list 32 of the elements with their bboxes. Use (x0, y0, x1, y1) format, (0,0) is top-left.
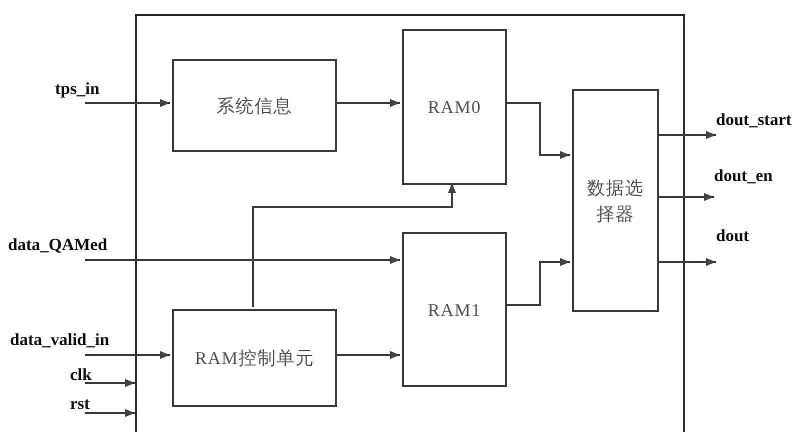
arrow (85, 379, 135, 387)
arrow (252, 183, 456, 307)
signal-name: dout_start (716, 110, 792, 130)
block-label: 系统信息 (216, 94, 292, 118)
block-box (572, 89, 659, 312)
block-label: 数据选择器 (586, 176, 645, 226)
arrow (335, 351, 400, 359)
signal-name: dout_en (714, 166, 773, 186)
block-box (402, 29, 507, 185)
module-frame (135, 14, 685, 432)
block-label: RAM1 (428, 298, 482, 322)
arrow (85, 409, 135, 417)
signal-name: rst (70, 394, 90, 414)
block-box (172, 59, 337, 152)
arrow (657, 193, 714, 201)
arrow (505, 258, 570, 306)
signal-name: clk (70, 365, 92, 385)
arrow (85, 351, 170, 359)
arrow (657, 258, 716, 266)
block-label: RAM控制单元 (194, 347, 314, 370)
arrow (657, 131, 716, 139)
arrow (85, 256, 400, 264)
arrow (335, 99, 400, 107)
arrow (85, 99, 170, 107)
block-label: RAM0 (428, 96, 482, 119)
signal-name: tps_in (55, 79, 100, 99)
block-box (172, 309, 337, 407)
signal-name: data_QAMed (8, 235, 108, 255)
arrow (505, 102, 570, 159)
signal-name: dout (716, 226, 750, 246)
signal-name: data_valid_in (10, 330, 110, 350)
block-box (402, 232, 507, 387)
